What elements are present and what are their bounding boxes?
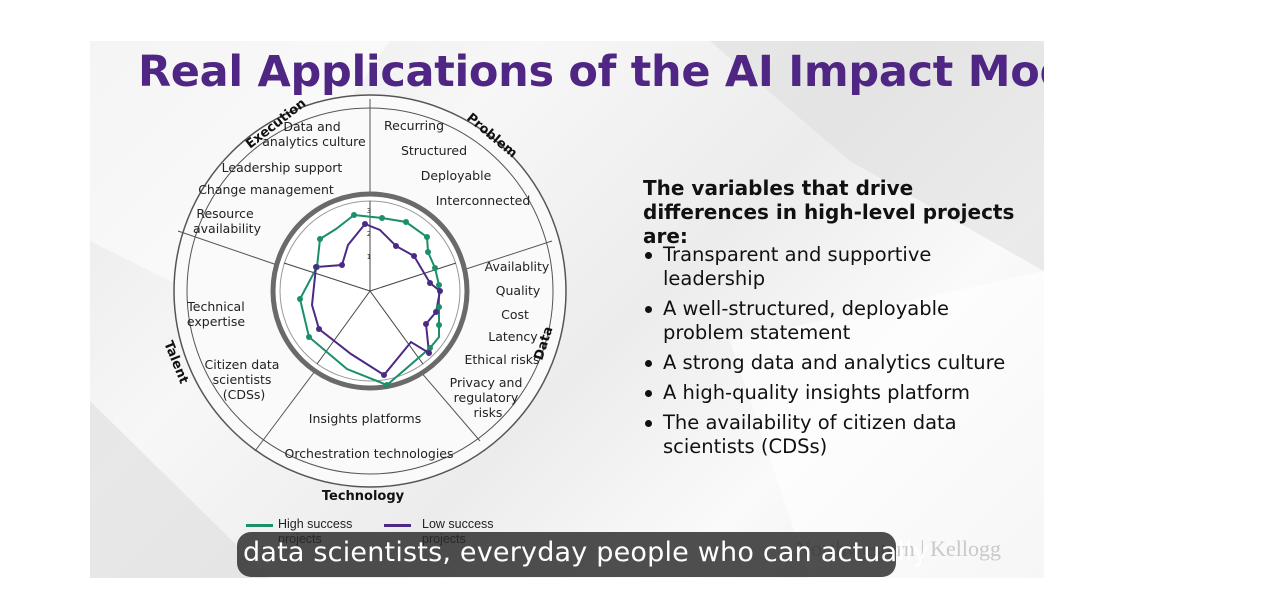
bullet-item: A well-structured, deployable problem st… bbox=[643, 297, 1033, 345]
factor-cds-line2: scientists bbox=[213, 372, 272, 387]
factor-resource-line2: availability bbox=[193, 221, 262, 236]
slide: Real Applications of the AI Impact Model… bbox=[90, 41, 1044, 578]
legend-high-swatch bbox=[246, 524, 273, 527]
bullet-item: Transparent and supportive leadership bbox=[643, 243, 1033, 291]
factor-leadership: Leadership support bbox=[222, 160, 343, 175]
factor-resource-line1: Resource bbox=[196, 206, 254, 221]
factor-insights: Insights platforms bbox=[309, 411, 421, 426]
factor-deployable: Deployable bbox=[421, 168, 492, 183]
svg-text:2: 2 bbox=[367, 230, 371, 238]
bullet-dot bbox=[645, 360, 652, 367]
factor-structured: Structured bbox=[401, 143, 467, 158]
bullet-dot bbox=[645, 252, 652, 259]
high-success-points bbox=[297, 212, 442, 388]
section-technology: Technology bbox=[322, 489, 405, 504]
factor-cds-line3: (CDSs) bbox=[223, 387, 266, 402]
factor-privacy-line3: risks bbox=[474, 405, 503, 420]
ai-impact-wheel: 3 2 1 Execution Problem Data Technology … bbox=[160, 94, 567, 504]
factor-privacy-line2: regulatory bbox=[454, 390, 519, 405]
series-low-success bbox=[310, 223, 442, 377]
factor-interconnected: Interconnected bbox=[436, 193, 531, 208]
factor-availability: Availablity bbox=[485, 259, 550, 274]
factor-quality: Quality bbox=[496, 283, 541, 298]
bullet-dot bbox=[645, 420, 652, 427]
bullet-item: The availability of citizen data scienti… bbox=[643, 411, 1033, 459]
variables-list: Transparent and supportive leadership A … bbox=[643, 243, 1033, 465]
factor-cds-line1: Citizen data bbox=[205, 357, 280, 372]
svg-text:3: 3 bbox=[367, 207, 371, 215]
bullet-item: A high-quality insights platform bbox=[643, 381, 1033, 405]
caption-bar bbox=[237, 532, 896, 577]
factor-privacy-line1: Privacy and bbox=[450, 375, 523, 390]
factor-change: Change management bbox=[198, 182, 334, 197]
caption-text: data scientists, everyday people who can… bbox=[243, 537, 929, 568]
bullet-item: A strong data and analytics culture bbox=[643, 351, 1033, 375]
bullet-text: A high-quality insights platform bbox=[663, 381, 970, 404]
factor-ethical: Ethical risks bbox=[464, 352, 539, 367]
slide-title: Real Applications of the AI Impact Model bbox=[138, 47, 1044, 97]
low-success-points bbox=[313, 221, 443, 378]
legend-low-swatch bbox=[384, 524, 411, 527]
bullet-dot bbox=[645, 306, 652, 313]
bullet-text: Transparent and supportive leadership bbox=[663, 243, 932, 290]
bullet-text: A well-structured, deployable problem st… bbox=[663, 297, 950, 344]
factor-recurring: Recurring bbox=[384, 118, 444, 133]
factor-latency: Latency bbox=[488, 329, 538, 344]
factor-data-culture-line1: Data and bbox=[283, 119, 340, 134]
bullet-text: The availability of citizen data scienti… bbox=[663, 411, 957, 458]
variables-heading: The variables that drive differences in … bbox=[643, 176, 1015, 248]
bullet-dot bbox=[645, 390, 652, 397]
bullet-text: A strong data and analytics culture bbox=[663, 351, 1006, 374]
factor-technical-line1: Technical bbox=[186, 299, 244, 314]
factor-data-culture-line2: analytics culture bbox=[262, 134, 366, 149]
factor-orchestration: Orchestration technologies bbox=[284, 446, 453, 461]
factor-technical-line2: expertise bbox=[187, 314, 246, 329]
factor-cost: Cost bbox=[501, 307, 529, 322]
svg-text:1: 1 bbox=[367, 253, 371, 261]
